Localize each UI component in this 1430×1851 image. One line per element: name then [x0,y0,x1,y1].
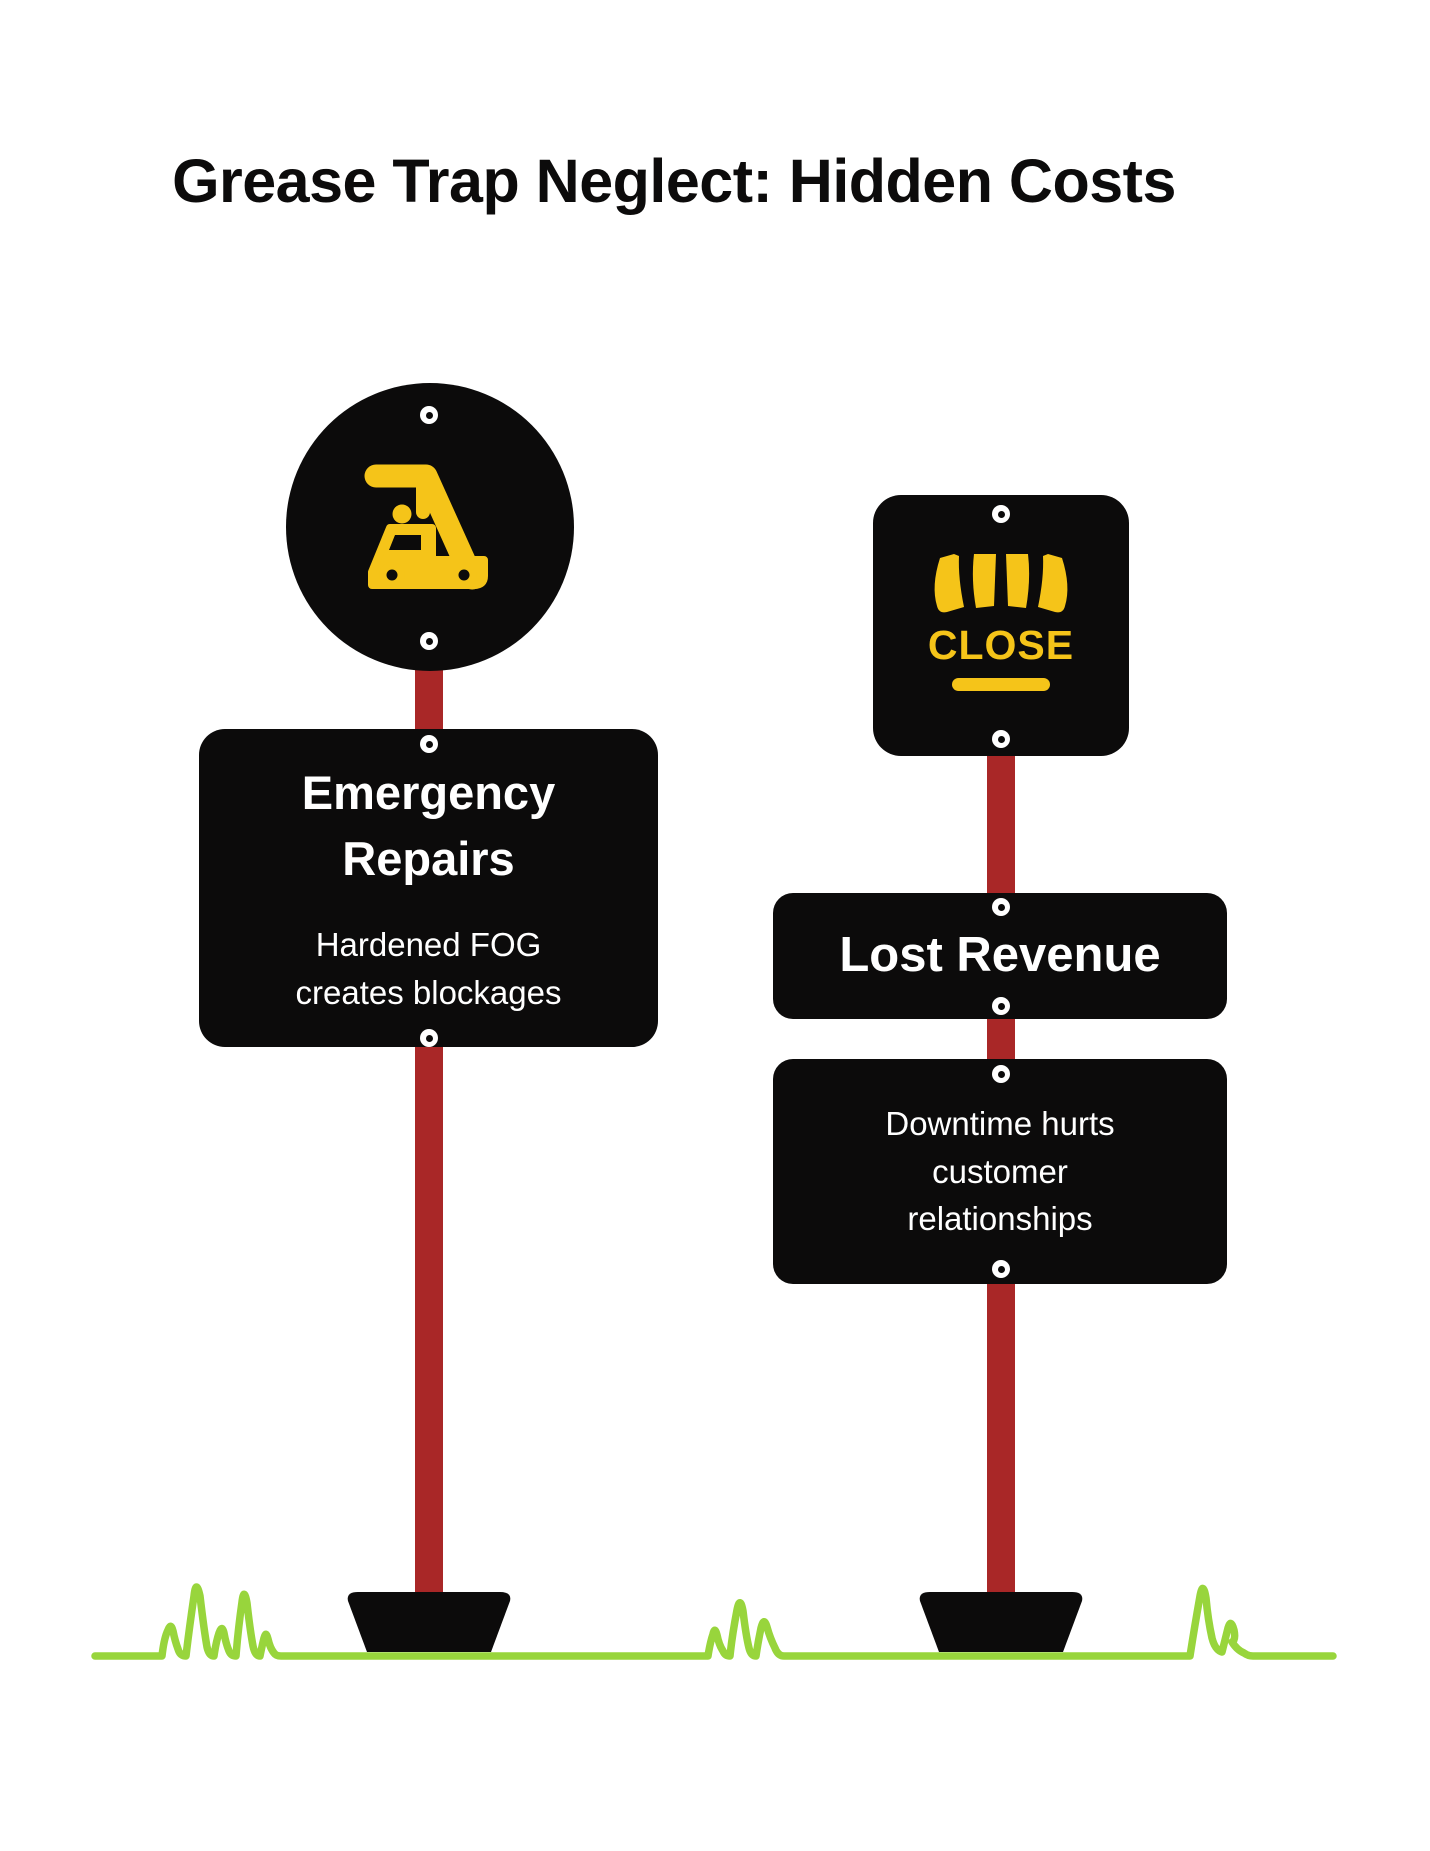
screw-icon [992,730,1010,748]
page-title: Grease Trap Neglect: Hidden Costs [172,147,1176,215]
screw-icon [420,632,438,650]
close-icon-label: CLOSE [927,622,1075,668]
sign-heading: Lost Revenue [839,928,1161,983]
screw-icon [992,898,1010,916]
screw-icon [992,997,1010,1015]
pole-segment [987,1014,1015,1062]
screw-icon [420,1029,438,1047]
sign-base [919,1592,1083,1652]
screw-icon [992,1260,1010,1278]
screw-icon [992,505,1010,523]
pole-segment [415,1045,443,1594]
square-sign [873,495,1129,756]
screw-icon [420,735,438,753]
closed-store-icon [934,554,1068,613]
sign-description: Downtime hurts customer relationships [885,1105,1115,1238]
sign-heading: Emergency Repairs [301,765,556,886]
close-icon-underline [952,678,1050,691]
pole-segment [415,668,443,732]
screw-icon [992,1065,1010,1083]
stairs-truck-icon [364,464,488,590]
sign-description: Hardened FOG creates blockages [295,926,562,1011]
screw-icon [420,406,438,424]
emergency-repairs-sign: Emergency Repairs Hardened FOG creates b… [199,729,658,1047]
pole-segment [987,1279,1015,1594]
downtime-sign: Downtime hurts customer relationships [773,1059,1227,1284]
pole-segment [987,752,1015,897]
sign-base [347,1592,511,1652]
grass-line [91,1583,1337,1660]
